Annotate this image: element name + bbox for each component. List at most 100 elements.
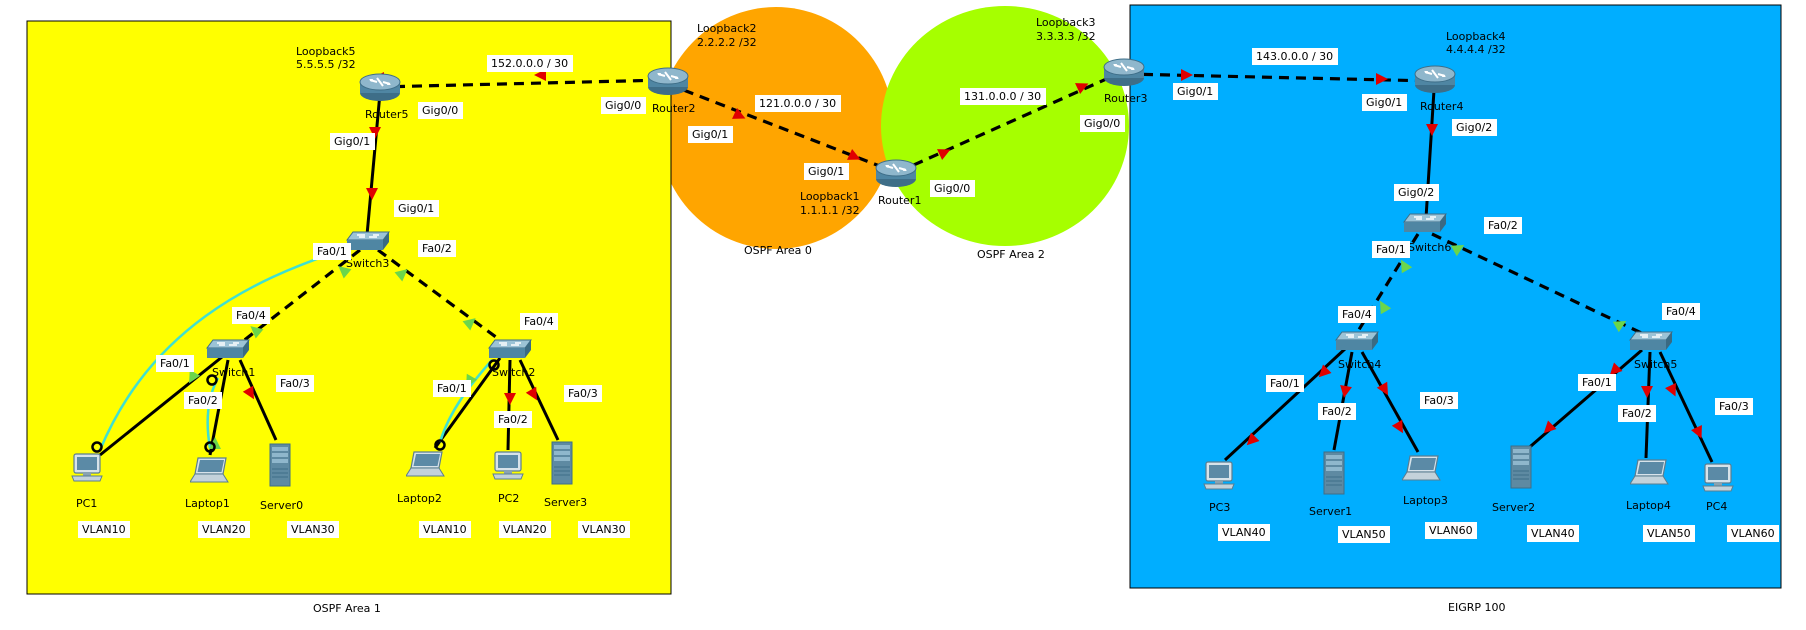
port-down-marker [847,149,861,160]
switch2-name: Switch2 [492,366,535,379]
svg-text:Gig0/1: Gig0/1 [398,202,434,215]
port-down-marker [937,149,951,160]
svg-text:Gig0/0: Gig0/0 [422,104,458,117]
svg-text:VLAN50: VLAN50 [1647,527,1691,540]
server-icon [551,441,573,485]
switch5[interactable] [1629,331,1673,351]
labels-layer: OSPF Area 1 OSPF Area 0 OSPF Area 2 EIGR… [76,16,1727,615]
area2-title: OSPF Area 2 [977,248,1045,261]
loopback3-name: Loopback3 [1036,16,1096,29]
router4[interactable] [1414,65,1456,94]
server1[interactable] [1323,451,1345,495]
svg-text:VLAN40: VLAN40 [1222,526,1266,539]
port-r5-gig00: Gig0/0 [418,102,463,119]
link-switch5-pc4 [1658,351,1714,463]
svg-text:Fa0/3: Fa0/3 [1719,400,1749,413]
svg-text:Fa0/1: Fa0/1 [1270,377,1300,390]
svg-text:Gig0/1: Gig0/1 [1177,85,1213,98]
port-up-marker [1612,321,1627,333]
link-switch1-server0 [238,359,278,441]
link-router2-router1 [667,82,896,174]
server3[interactable] [551,441,573,485]
router2[interactable] [647,67,689,96]
svg-text:143.0.0.0 / 30: 143.0.0.0 / 30 [1256,50,1333,63]
svg-text:Gig0/2: Gig0/2 [1456,121,1492,134]
link-switch5-server2 [1523,348,1643,454]
router5[interactable] [359,73,401,102]
vlan-laptop1: VLAN20 [198,521,250,538]
vlan-pc2: VLAN20 [499,521,551,538]
router3[interactable] [1103,58,1145,87]
svg-text:Fa0/4: Fa0/4 [524,315,554,328]
switch6[interactable] [1403,213,1447,233]
vlan-server3: VLAN30 [578,521,630,538]
svg-text:Fa0/2: Fa0/2 [188,394,218,407]
switch1[interactable] [206,339,250,359]
port-up-marker [1401,259,1413,274]
router2-name: Router2 [652,102,695,115]
port-down-marker [1181,69,1193,81]
svg-text:Fa0/1: Fa0/1 [1582,376,1612,389]
server2-name: Server2 [1492,501,1535,514]
link-switch2-laptop2 [433,357,502,449]
port-down-marker [1691,425,1702,439]
port-r1-gig01: Gig0/1 [804,163,849,180]
pc1[interactable] [71,453,103,482]
server3-name: Server3 [544,496,587,509]
network-143: 143.0.0.0 / 30 [1252,48,1338,65]
pc3[interactable] [1203,461,1235,490]
port-sw5-fa02: Fa0/2 [1618,405,1656,422]
laptop3-name: Laptop3 [1403,494,1448,507]
switch4-name: Switch4 [1338,358,1381,371]
ospf-area1-region [26,20,672,595]
port-up-marker [1380,300,1392,315]
switch4[interactable] [1335,331,1379,351]
console-connector [91,441,103,453]
port-sw3-fa02: Fa0/2 [418,240,456,257]
svg-text:Gig0/1: Gig0/1 [334,135,370,148]
server0[interactable] [269,443,291,487]
router1-name: Router1 [878,194,921,207]
server2[interactable] [1510,445,1532,489]
pc4[interactable] [1702,463,1734,492]
switch3[interactable] [346,231,390,251]
loopback5-ip: 5.5.5.5 /32 [296,58,356,71]
router1[interactable] [875,159,917,188]
server-icon [269,443,291,487]
port-r2-gig01: Gig0/1 [688,126,733,143]
svg-text:Gig0/1: Gig0/1 [1366,96,1402,109]
switch2[interactable] [488,339,532,359]
port-sw4-fa02: Fa0/2 [1318,403,1356,420]
port-sw4-fa04: Fa0/4 [1338,306,1376,323]
pc-icon [492,451,524,480]
ospf-area0-region [658,7,894,249]
laptop2-name: Laptop2 [397,492,442,505]
switch-icon [488,339,532,359]
port-up-marker [338,266,352,279]
link-switch4-pc3 [1223,346,1348,462]
svg-text:Fa0/1: Fa0/1 [160,357,190,370]
router-icon [1414,65,1456,94]
switch6-name: Switch6 [1408,241,1451,254]
port-r3-gig00: Gig0/0 [1080,115,1125,132]
port-down-marker [1391,419,1403,434]
pc2[interactable] [492,451,524,480]
svg-text:Fa0/2: Fa0/2 [1622,407,1652,420]
switch-icon [1335,331,1379,351]
vlan-server1: VLAN50 [1338,526,1390,543]
svg-text:Fa0/1: Fa0/1 [437,382,467,395]
port-sw5-fa03: Fa0/3 [1715,398,1753,415]
port-r4-gig02: Gig0/2 [1452,119,1497,136]
svg-text:Gig0/0: Gig0/0 [934,182,970,195]
port-sw5-fa01: Fa0/1 [1578,374,1616,391]
switch-icon [1403,213,1447,233]
network-121: 121.0.0.0 / 30 [755,95,841,112]
svg-text:VLAN30: VLAN30 [582,523,626,536]
console-connector [204,441,216,453]
svg-text:VLAN30: VLAN30 [291,523,335,536]
laptop1-name: Laptop1 [185,497,230,510]
switch-icon [346,231,390,251]
loopback2-name: Loopback2 [697,22,757,35]
link-switch2-server3 [518,359,560,441]
